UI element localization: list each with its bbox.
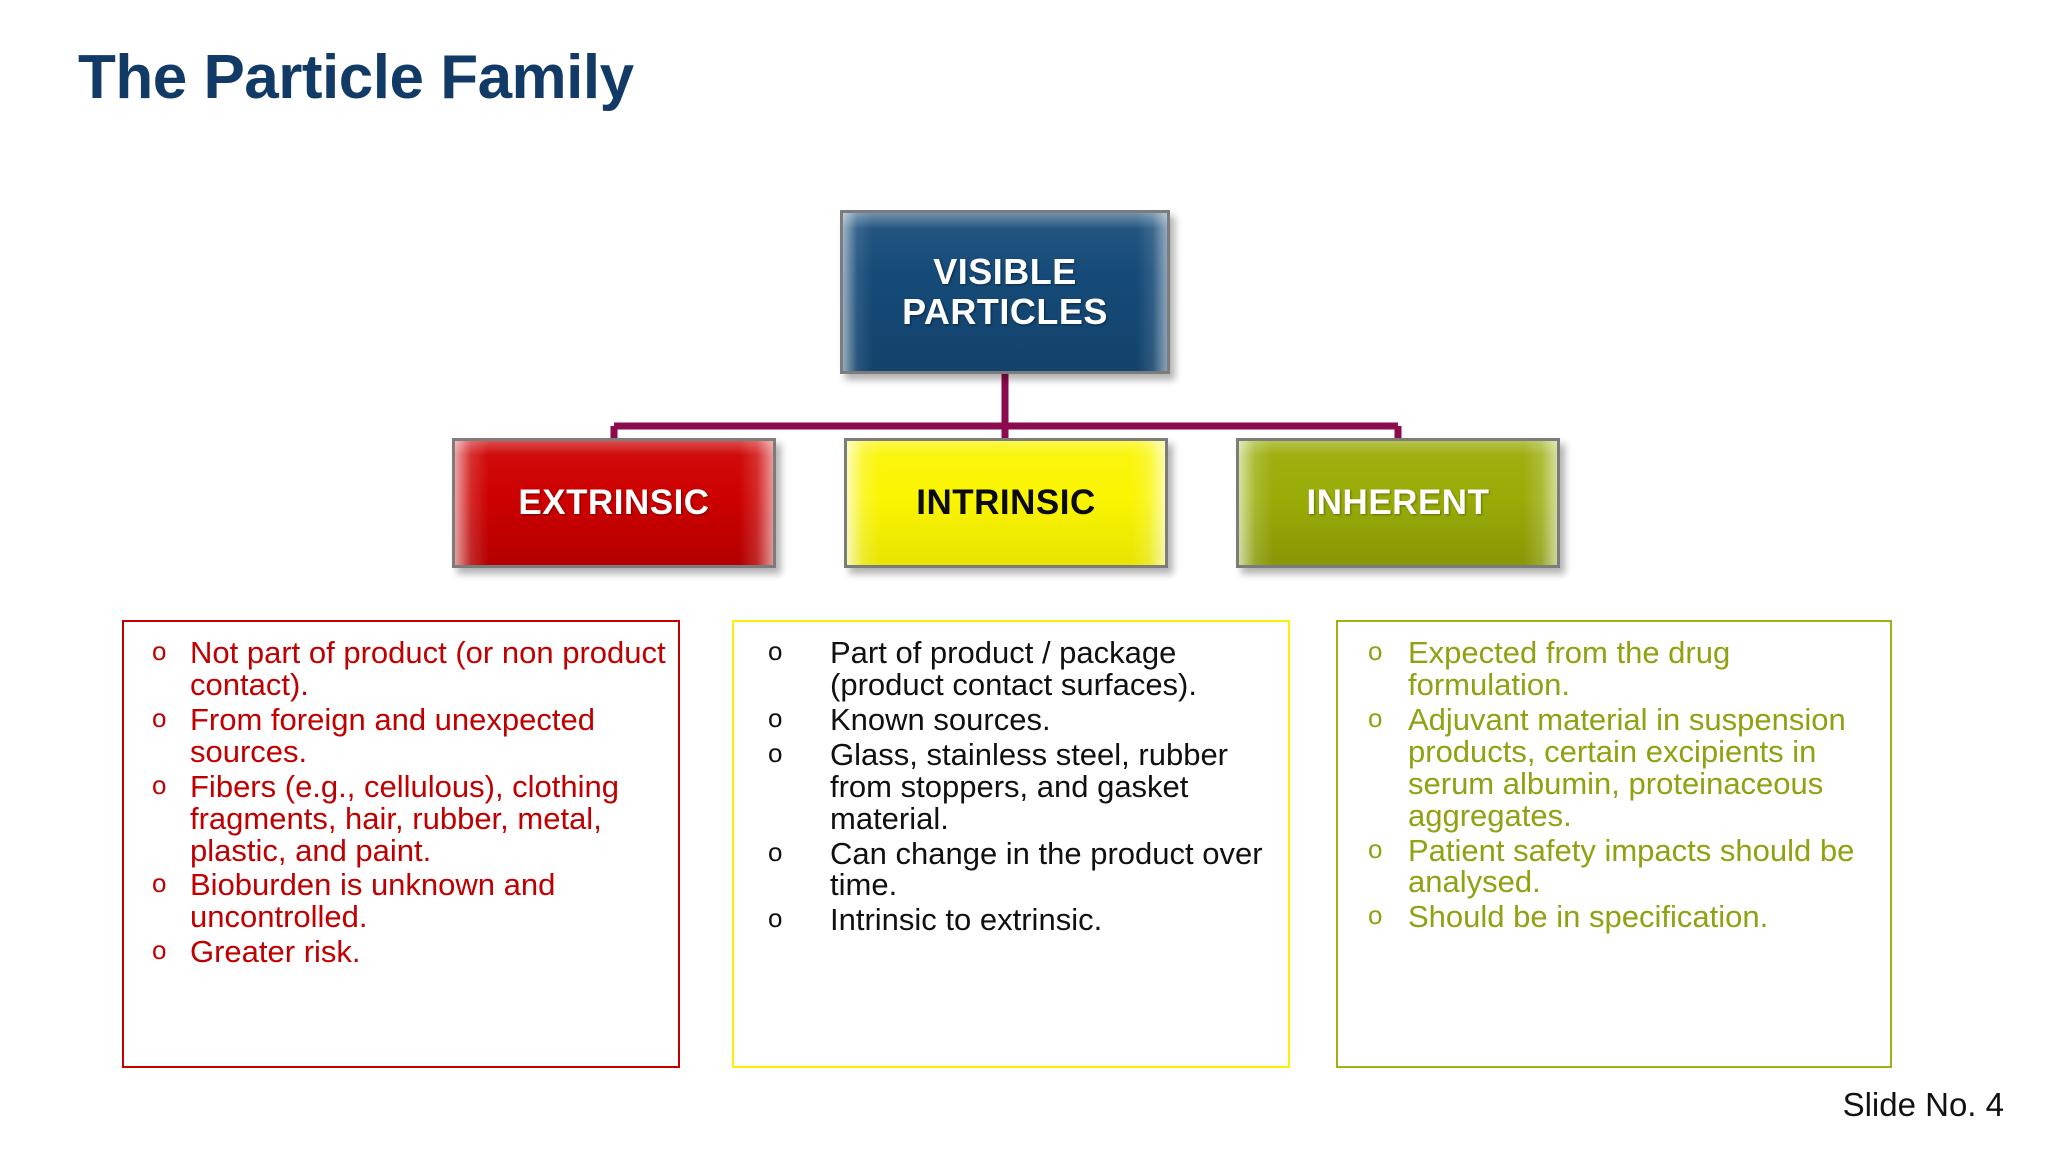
list-item-text: Expected from the drug formulation. — [1408, 635, 1731, 702]
detail-list-extrinsic: o Not part of product (or non product co… — [136, 636, 668, 968]
list-item: o Can change in the product over time. — [746, 837, 1278, 902]
detail-list-inherent: o Expected from the drug formulation. o … — [1350, 636, 1880, 933]
list-item: o Part of product / package (product con… — [746, 636, 1278, 701]
list-item: o Fibers (e.g., cellulous), clothing fra… — [136, 770, 668, 867]
detail-box-inherent: o Expected from the drug formulation. o … — [1336, 620, 1892, 1068]
node-intrinsic[interactable]: INTRINSIC — [844, 438, 1168, 568]
list-item-text: Can change in the product over time. — [830, 835, 1263, 903]
node-extrinsic-label: EXTRINSIC — [518, 483, 710, 523]
bullet-icon: o — [768, 836, 783, 867]
node-visible-particles-label: VISIBLE PARTICLES — [902, 250, 1108, 333]
list-item-text: Should be in specification. — [1408, 899, 1769, 935]
list-item-text: Glass, stainless steel, rubber from stop… — [830, 736, 1229, 836]
bullet-icon: o — [768, 903, 783, 934]
node-extrinsic[interactable]: EXTRINSIC — [452, 438, 776, 568]
list-item: o From foreign and unexpected sources. — [136, 703, 668, 768]
node-inherent[interactable]: INHERENT — [1236, 438, 1560, 568]
list-item: o Glass, stainless steel, rubber from st… — [746, 738, 1278, 835]
node-label-line-2: PARTICLES — [902, 291, 1108, 332]
list-item-text: Adjuvant material in suspension products… — [1408, 701, 1846, 833]
list-item-text: Intrinsic to extrinsic. — [830, 902, 1103, 938]
list-item: o Adjuvant material in suspension produc… — [1350, 703, 1880, 832]
node-inherent-label: INHERENT — [1306, 483, 1490, 523]
bullet-icon: o — [768, 636, 783, 666]
list-item: o Expected from the drug formulation. — [1350, 636, 1880, 701]
bullet-icon: o — [1368, 702, 1383, 733]
list-item: o Greater risk. — [136, 935, 668, 968]
page-title: The Particle Family — [78, 43, 634, 112]
detail-list-intrinsic: o Part of product / package (product con… — [746, 636, 1278, 936]
bullet-icon: o — [152, 769, 167, 800]
list-item-text: Part of product / package (product conta… — [830, 635, 1197, 702]
list-item-text: From foreign and unexpected sources. — [190, 701, 595, 769]
list-item: o Should be in specification. — [1350, 900, 1880, 933]
list-item: o Known sources. — [746, 703, 1278, 736]
list-item: o Not part of product (or non product co… — [136, 636, 668, 701]
list-item-text: Greater risk. — [190, 934, 361, 970]
list-item-text: Fibers (e.g., cellulous), clothing fragm… — [190, 768, 620, 868]
list-item: o Intrinsic to extrinsic. — [746, 903, 1278, 936]
list-item: o Patient safety impacts should be analy… — [1350, 834, 1880, 899]
detail-box-extrinsic: o Not part of product (or non product co… — [122, 620, 680, 1068]
node-visible-particles[interactable]: VISIBLE PARTICLES — [840, 210, 1170, 374]
bullet-icon: o — [152, 636, 167, 666]
node-intrinsic-label: INTRINSIC — [916, 483, 1096, 523]
bullet-icon: o — [768, 737, 783, 768]
detail-box-intrinsic: o Part of product / package (product con… — [732, 620, 1290, 1068]
bullet-icon: o — [152, 935, 167, 966]
list-item-text: Known sources. — [830, 701, 1051, 737]
bullet-icon: o — [768, 702, 783, 733]
node-label-line-1: VISIBLE — [933, 250, 1077, 292]
bullet-icon: o — [152, 702, 167, 733]
bullet-icon: o — [1368, 833, 1383, 864]
slide-number: Slide No. 4 — [1842, 1086, 2004, 1123]
bullet-icon: o — [1368, 636, 1383, 666]
list-item-text: Patient safety impacts should be analyse… — [1408, 832, 1855, 900]
bullet-icon: o — [1368, 900, 1383, 931]
list-item: o Bioburden is unknown and uncontrolled. — [136, 868, 668, 933]
list-item-text: Not part of product (or non product cont… — [190, 635, 666, 702]
list-item-text: Bioburden is unknown and uncontrolled. — [190, 867, 556, 935]
bullet-icon: o — [152, 868, 167, 899]
